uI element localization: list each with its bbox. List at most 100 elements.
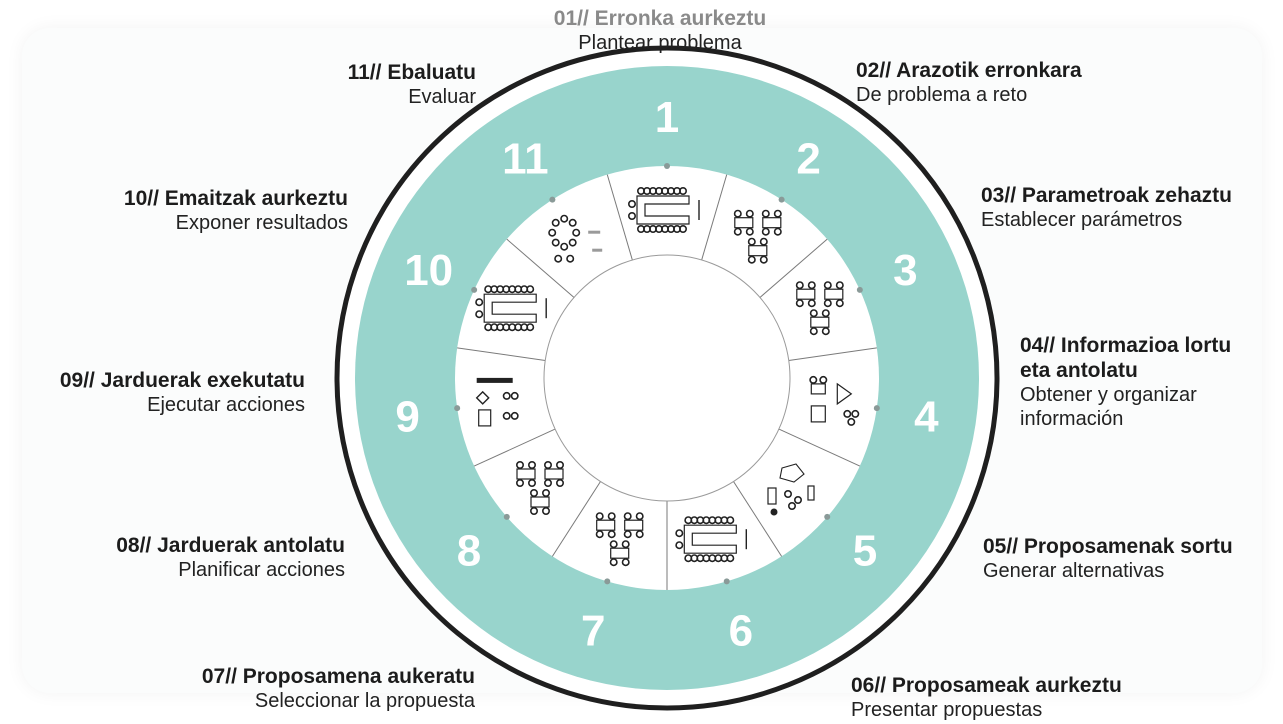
chair-mark [607, 512, 616, 521]
chair-mark [607, 530, 616, 539]
step-label-4: 04// Informazioa lortu eta antolatu Obte… [1020, 333, 1231, 431]
segment-divider [788, 347, 877, 361]
cluster-tables-icon [515, 460, 564, 515]
chair-mark [770, 508, 778, 516]
chair-mark [502, 391, 511, 400]
chair-mark [835, 299, 844, 308]
ring-dot [873, 405, 880, 412]
table-mark [810, 316, 830, 328]
step-title-line2: eta antolatu [1020, 359, 1138, 383]
step-label-2: 02// Arazotik erronkara De problema a re… [856, 58, 1082, 107]
step-title: 11// Ebaluatu [347, 61, 476, 84]
chair-mark [795, 299, 804, 308]
chair-mark [795, 281, 804, 290]
chair-mark [560, 242, 569, 251]
chair-mark [609, 540, 618, 549]
chair-mark [635, 530, 644, 539]
chair-mark [745, 209, 754, 218]
step-subtitle: Exponer resultados [175, 212, 348, 235]
chair-mark [809, 309, 818, 318]
chair-mark [759, 255, 768, 264]
chair-mark [745, 227, 754, 236]
segment-divider [473, 428, 556, 467]
chair-mark [726, 516, 735, 525]
u-table-icon [475, 285, 547, 332]
scattered-layout-icon [767, 463, 815, 516]
segment-divider [733, 481, 783, 557]
step-subtitle: Seleccionar la propuesta [254, 690, 475, 713]
table-mark [636, 195, 690, 225]
table-mark [478, 409, 492, 427]
chair-mark [675, 529, 684, 538]
ring-number: 1 [655, 93, 679, 142]
chair-mark [821, 327, 830, 336]
chair-mark [675, 541, 684, 550]
chair-mark [555, 479, 564, 488]
cluster-tables-icon [595, 512, 644, 567]
chair-mark [823, 281, 832, 290]
step-label-1: 01// Erronka aurkeztu Plantear problema [480, 6, 840, 55]
table-mark [544, 468, 564, 480]
segment-divider [551, 481, 601, 557]
ring-number: 9 [395, 392, 419, 441]
ring-number: 4 [914, 392, 939, 441]
step-subtitle-line2: información [1020, 408, 1124, 431]
table-mark [516, 468, 536, 480]
step-subtitle: Evaluar [408, 86, 476, 109]
table-mark [624, 519, 644, 531]
segment-divider [457, 347, 546, 361]
presentation-layout-icon [475, 377, 519, 427]
chair-mark [515, 460, 524, 469]
note-mark [588, 230, 601, 234]
table-mark [483, 293, 537, 323]
table-mark [748, 245, 768, 257]
chair-mark [835, 281, 844, 290]
step-title: 04// Informazioa lortu [1020, 334, 1232, 357]
chair-mark [843, 409, 852, 418]
table-mark [767, 487, 777, 505]
table-mark [810, 405, 826, 423]
chair-mark [572, 228, 581, 237]
chair-mark [807, 299, 816, 308]
ring-number: 2 [796, 135, 820, 184]
table-mark [810, 383, 826, 395]
chair-mark [851, 409, 860, 418]
center-hole [543, 254, 791, 502]
ring-number: 7 [581, 606, 605, 655]
ring-dot [856, 286, 863, 293]
chair-mark [807, 281, 816, 290]
step-subtitle: Planificar acciones [178, 559, 345, 582]
chair-mark [773, 209, 782, 218]
chair-mark [784, 489, 793, 499]
step-label-3: 03// Parametroak zehaztu Establecer pará… [981, 183, 1232, 232]
table-mark [610, 547, 630, 559]
chair-mark [726, 554, 735, 563]
chair-mark [551, 218, 560, 227]
board-mark [476, 377, 513, 383]
ring-number: 3 [893, 246, 917, 295]
step-title: 05// Proposamenak sortu [983, 535, 1233, 558]
table-mark [530, 496, 550, 508]
chair-mark [568, 218, 577, 227]
chair-mark [847, 417, 856, 426]
chair-mark [821, 309, 830, 318]
chair-mark [679, 186, 688, 195]
step-title: 07// Proposamena aukeratu [201, 665, 475, 688]
chair-mark [528, 479, 537, 488]
chair-mark [555, 460, 564, 469]
step-label-8: 08// Jarduerak antolatu Planificar accio… [116, 533, 345, 582]
segment-divider [506, 238, 575, 298]
segment-divider [778, 428, 861, 467]
chair-mark [502, 411, 511, 420]
chair-mark [609, 558, 618, 567]
chair-mark [566, 254, 575, 263]
chair-mark [530, 488, 539, 498]
ring-dot [454, 405, 461, 412]
ring-dot [549, 196, 556, 203]
ring-dot [471, 286, 478, 293]
table-mark [596, 519, 616, 531]
chair-mark [560, 214, 569, 223]
chair-mark [793, 496, 803, 505]
chair-mark [554, 254, 563, 263]
